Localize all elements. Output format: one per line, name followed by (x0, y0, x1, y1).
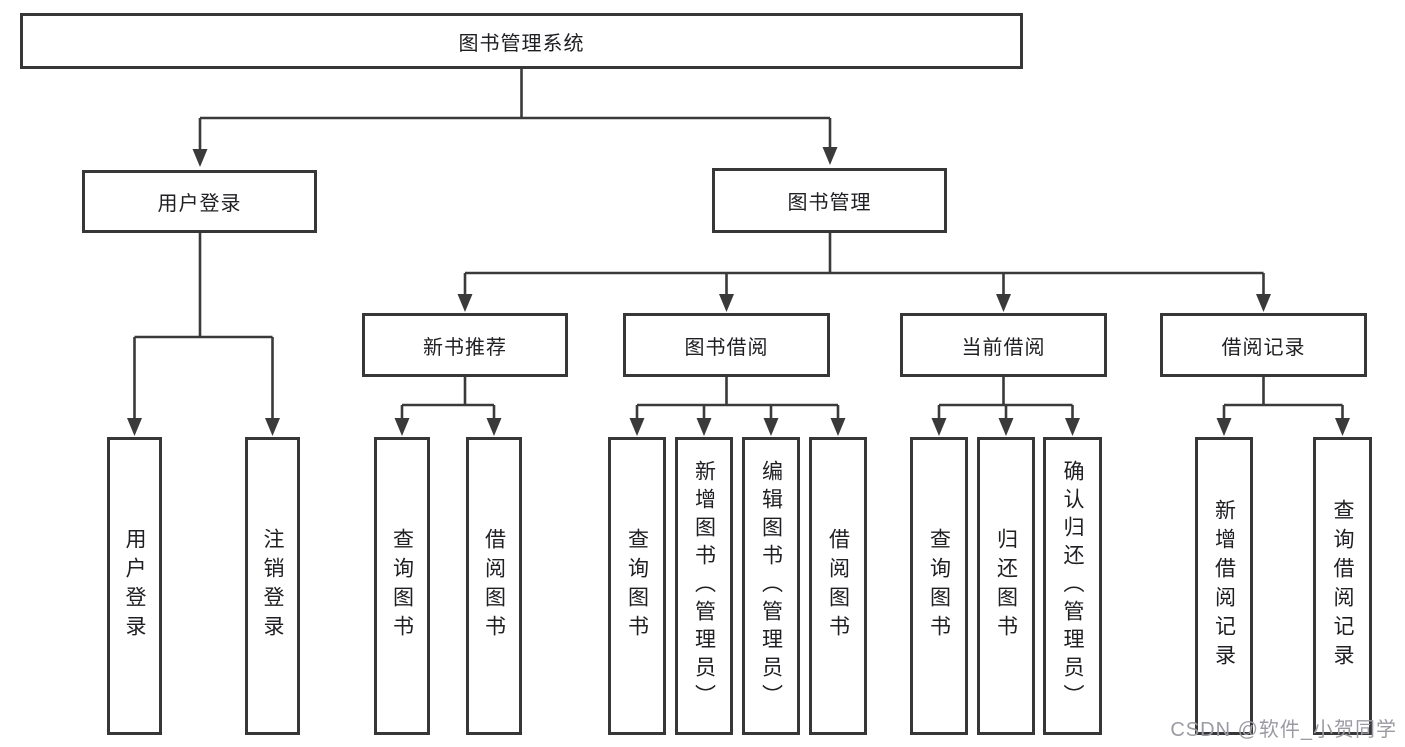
node-current-borrowing: 当前借阅 (900, 313, 1107, 377)
leaf-current-confirm-return-admin: 确认归还（管理员） (1043, 437, 1102, 735)
leaf-borrow-edit-books-admin: 编辑图书（管理员） (742, 437, 800, 735)
leaf-borrow-borrow-books: 借阅图书 (809, 437, 867, 735)
leaf-newbook-query-books: 查询图书 (374, 437, 430, 735)
leaf-current-query-books: 查询图书 (910, 437, 968, 735)
node-book-management: 图书管理 (712, 168, 947, 233)
csdn-watermark: CSDN @软件_小贺同学 (1170, 719, 1397, 741)
leaf-logout-login: 注销登录 (245, 437, 300, 735)
node-borrowing-records: 借阅记录 (1160, 313, 1367, 377)
node-new-book-recommendation: 新书推荐 (362, 313, 568, 377)
node-book-borrowing: 图书借阅 (623, 313, 830, 377)
leaf-records-add-borrow-record: 新增借阅记录 (1195, 437, 1253, 735)
node-library-management-system: 图书管理系统 (20, 13, 1023, 69)
leaf-current-return-books: 归还图书 (977, 437, 1035, 735)
leaf-records-query-borrow-record: 查询借阅记录 (1313, 437, 1372, 735)
node-user-login: 用户登录 (82, 170, 317, 233)
leaf-newbook-borrow-books: 借阅图书 (466, 437, 522, 735)
leaf-borrow-query-books: 查询图书 (608, 437, 666, 735)
leaf-borrow-add-books-admin: 新增图书（管理员） (675, 437, 733, 735)
leaf-user-login: 用户登录 (107, 437, 162, 735)
